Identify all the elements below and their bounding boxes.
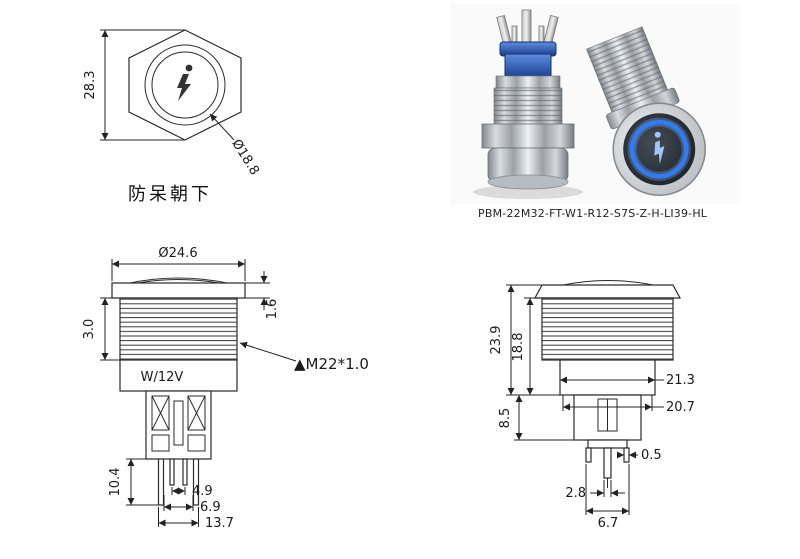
body-marking-label: W/12V [141, 370, 184, 385]
button-front-view [586, 26, 706, 196]
hex-nut [481, 123, 575, 149]
dim-width-a-label: 21.3 [666, 373, 695, 388]
dim-cap-diameter: Ø24.6 [111, 246, 246, 281]
dim-pin-length-label: 10.4 [108, 468, 123, 497]
dim-pin-span-label: 6.7 [598, 516, 619, 531]
dim-pin-thickness: 0.5 [617, 448, 662, 463]
dim-thread-height: 3.0 [82, 297, 120, 361]
dim-pin-length: 10.4 [108, 458, 158, 506]
cap-profile [111, 277, 246, 299]
dim-overall-height: 23.9 [489, 284, 560, 396]
dim-outer-label: 13.7 [205, 516, 234, 531]
dim-pin-width: 2.8 [565, 480, 625, 501]
face-lightning-icon [654, 131, 665, 165]
threaded-body-profile: W/12V [119, 297, 238, 392]
dim-diameter-label: Ø18.8 [228, 137, 261, 177]
side-view-left-drawing: Ø24.6 1.6 W/12V 3.0 [82, 246, 369, 531]
front-view-drawing: 28.3 Ø18.8 [83, 29, 262, 177]
dim-thread-length: 18.8 [511, 297, 542, 395]
thread-spec-label: ▲M22*1.0 [294, 355, 369, 373]
dim-thread-length-label: 18.8 [511, 333, 526, 362]
dim-housing-height-label: 8.5 [498, 408, 513, 429]
dim-width-b: 20.7 [562, 395, 695, 415]
bezel-inner-circle [151, 51, 219, 119]
dim-pin-thickness-label: 0.5 [641, 448, 662, 463]
tilted-threaded-body [586, 26, 671, 119]
plastic-base [504, 53, 552, 79]
bezel-outer-circle [144, 44, 226, 126]
button-rear-view [473, 9, 583, 199]
dim-cap-thickness: 1.6 [245, 271, 280, 319]
led-ring [629, 119, 689, 179]
dim-cap-diameter-label: Ø24.6 [158, 246, 197, 261]
dim-pin-pitches: 4.9 6.9 13.7 [158, 484, 234, 531]
dim-height-label: 28.3 [83, 71, 98, 100]
solder-pins [585, 447, 630, 488]
connector-housing [573, 394, 642, 449]
side-view-right-drawing: 23.9 18.8 8.5 21.3 20.7 [489, 280, 695, 531]
dim-thread-height-label: 3.0 [82, 319, 97, 340]
dim-pin-width-label: 2.8 [565, 486, 586, 501]
lightning-icon [177, 64, 193, 101]
cap-profile [533, 280, 682, 299]
bezel-bottom-edge [487, 174, 569, 190]
dim-mid-label: 6.9 [200, 500, 221, 515]
dim-cap-thickness-label: 1.6 [265, 299, 280, 320]
dim-height: 28.3 [83, 29, 185, 141]
front-view-caption: 防呆朝下 [128, 184, 212, 205]
part-number: PBM-22M32-FT-W1-R12-S7S-Z-H-LI39-HL [478, 207, 708, 220]
terminal-housing [145, 390, 212, 460]
dim-overall-height-label: 23.9 [489, 326, 504, 355]
product-photo [450, 4, 740, 204]
thread-spec-callout: ▲M22*1.0 [239, 341, 369, 373]
solder-pins [157, 458, 200, 506]
metal-collar [495, 75, 561, 89]
dim-inner-label: 4.9 [192, 484, 213, 499]
dim-housing-height: 8.5 [498, 395, 574, 441]
dim-width-b-label: 20.7 [666, 400, 695, 415]
dim-width-a: 21.3 [560, 373, 695, 388]
dim-pin-span: 6.7 [585, 464, 630, 531]
